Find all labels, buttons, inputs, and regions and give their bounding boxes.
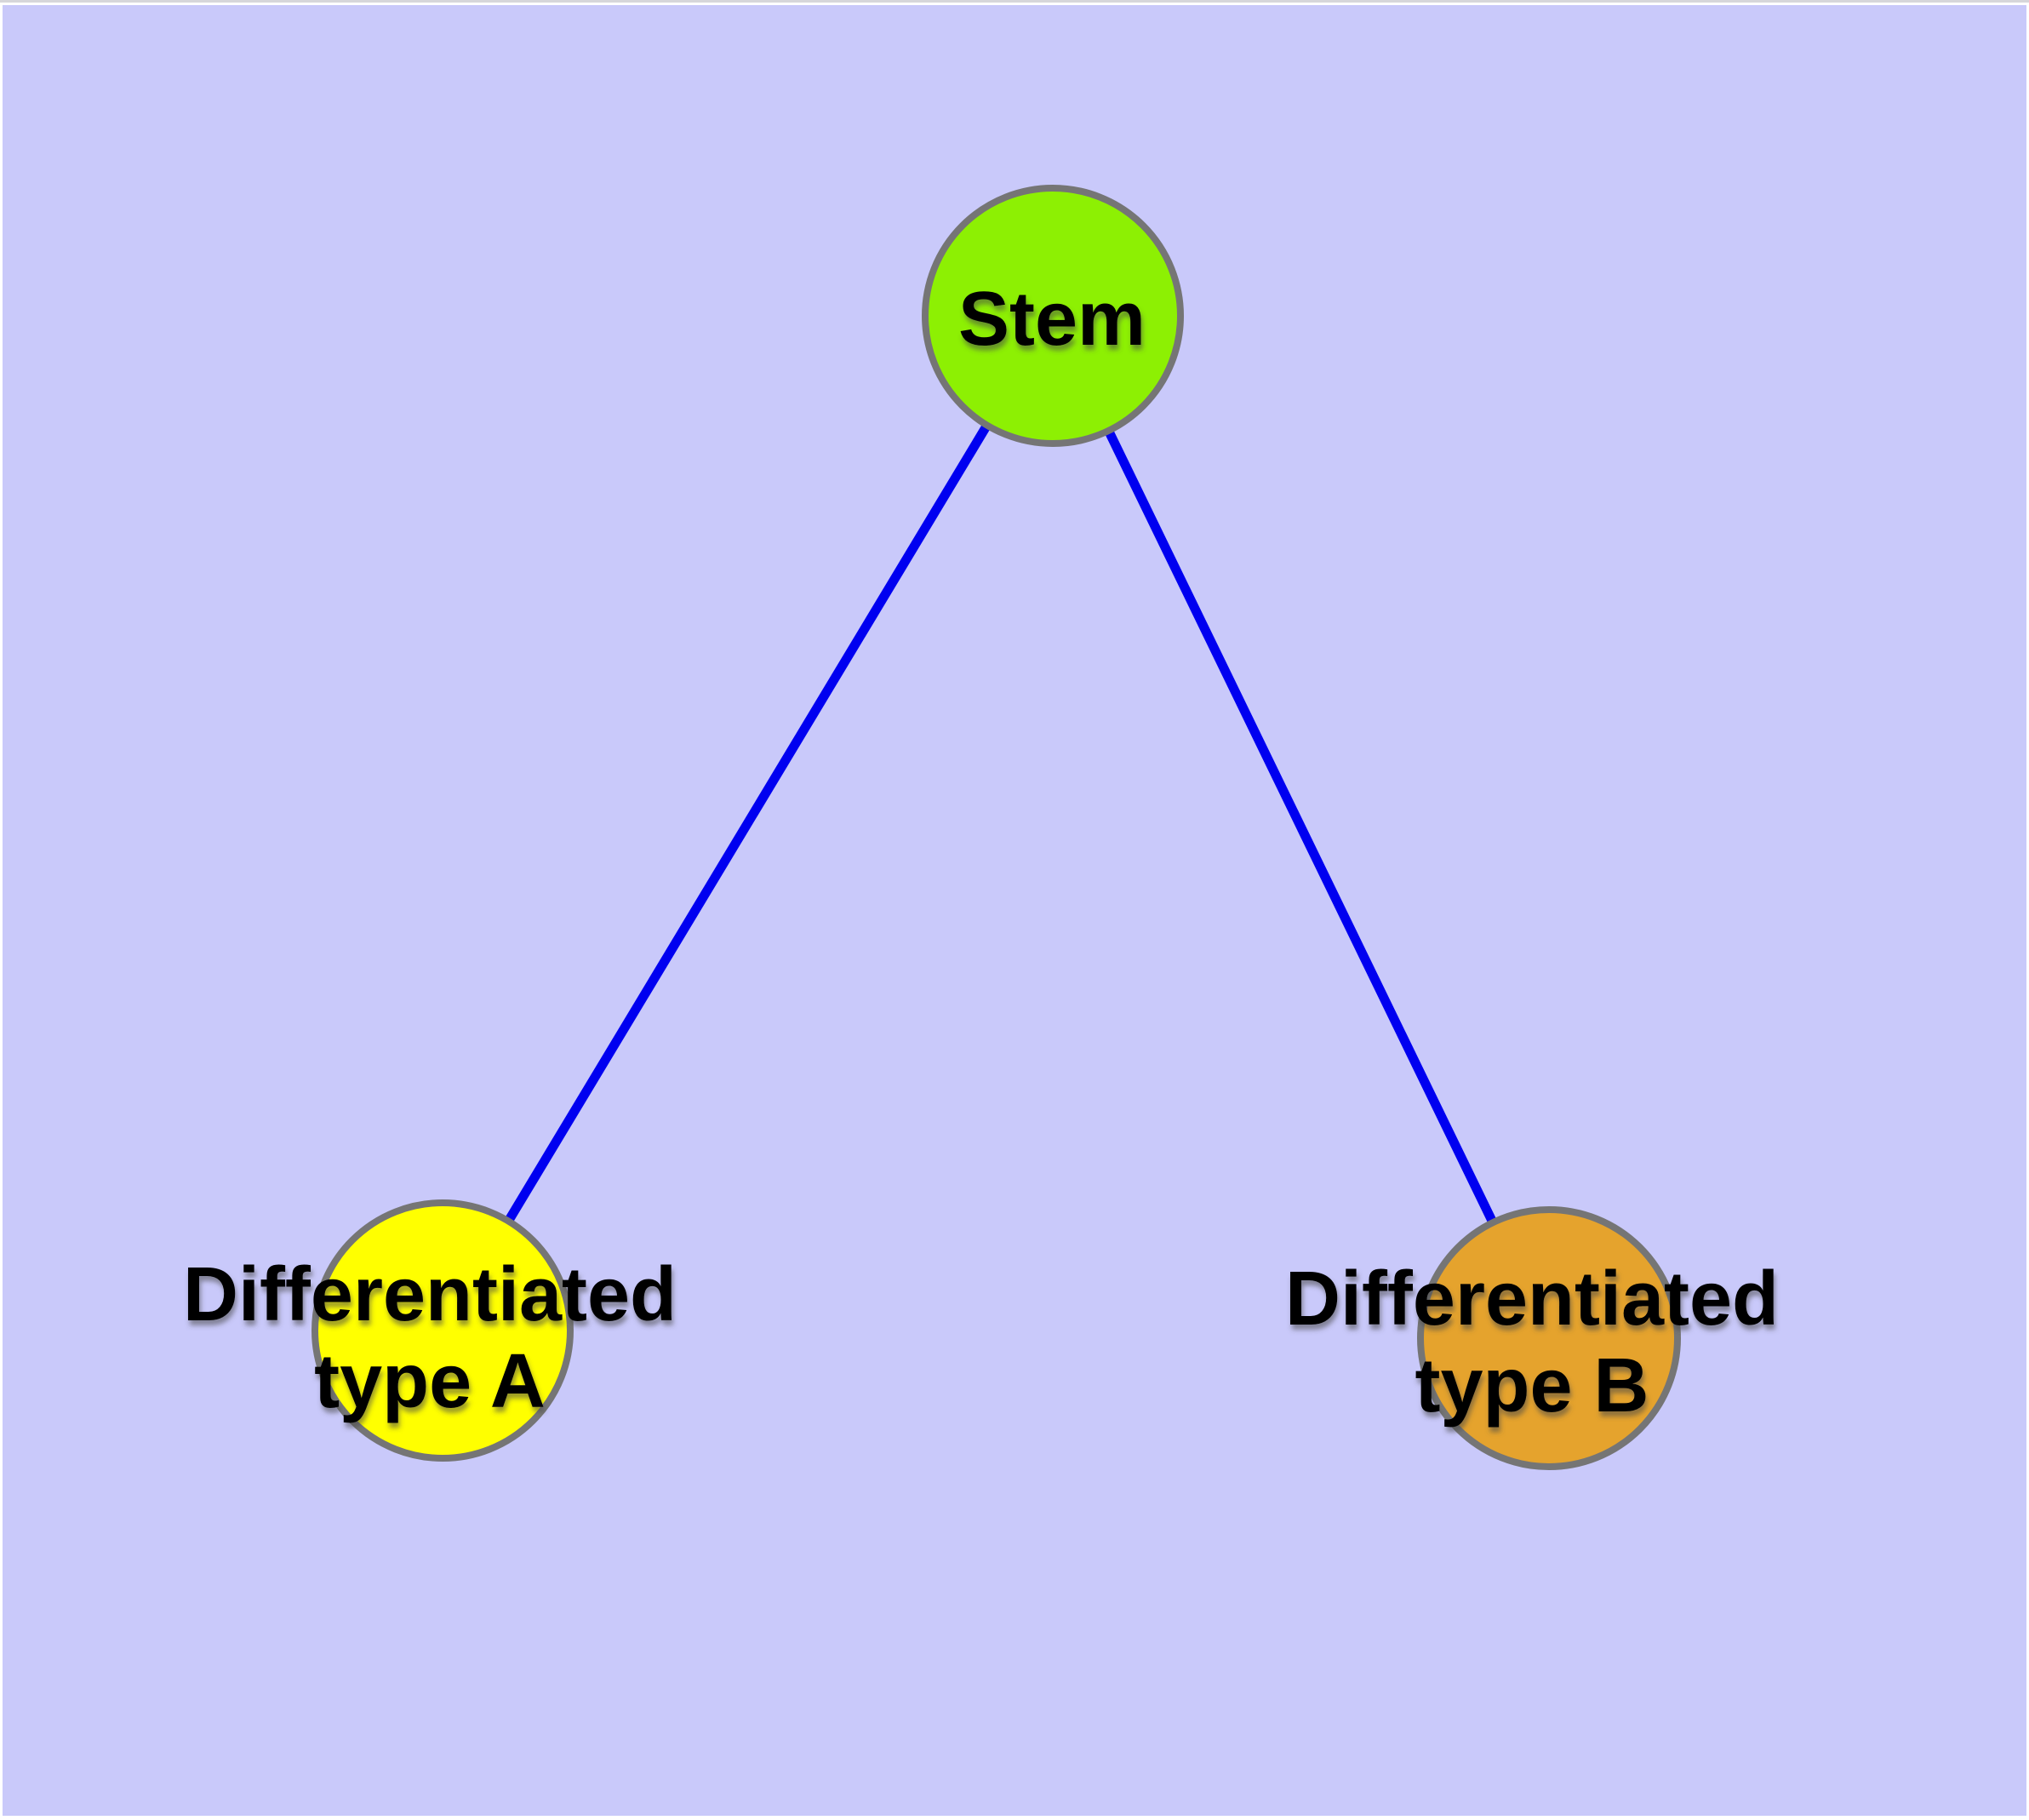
node-type-b-label-line2: type B: [1415, 1343, 1649, 1428]
edge-stem-to-type-b: [1049, 313, 1553, 1341]
node-type-a-label-line2: type A: [314, 1339, 546, 1424]
node-type-b-label-line1: Differentiated: [1285, 1256, 1779, 1342]
node-labels: Stem Differentiated type A Differentiate…: [183, 277, 1779, 1428]
node-type-b[interactable]: [1417, 1206, 1681, 1470]
node-type-a-label-line1: Differentiated: [183, 1252, 677, 1337]
node-stem-label: Stem: [958, 277, 1146, 362]
node-stem[interactable]: [922, 185, 1184, 447]
edges: [438, 313, 1553, 1341]
node-type-a[interactable]: [311, 1199, 574, 1462]
window-top-border: [0, 0, 2029, 3]
nodes: [311, 185, 1681, 1470]
edge-stem-to-type-a: [438, 313, 1057, 1333]
